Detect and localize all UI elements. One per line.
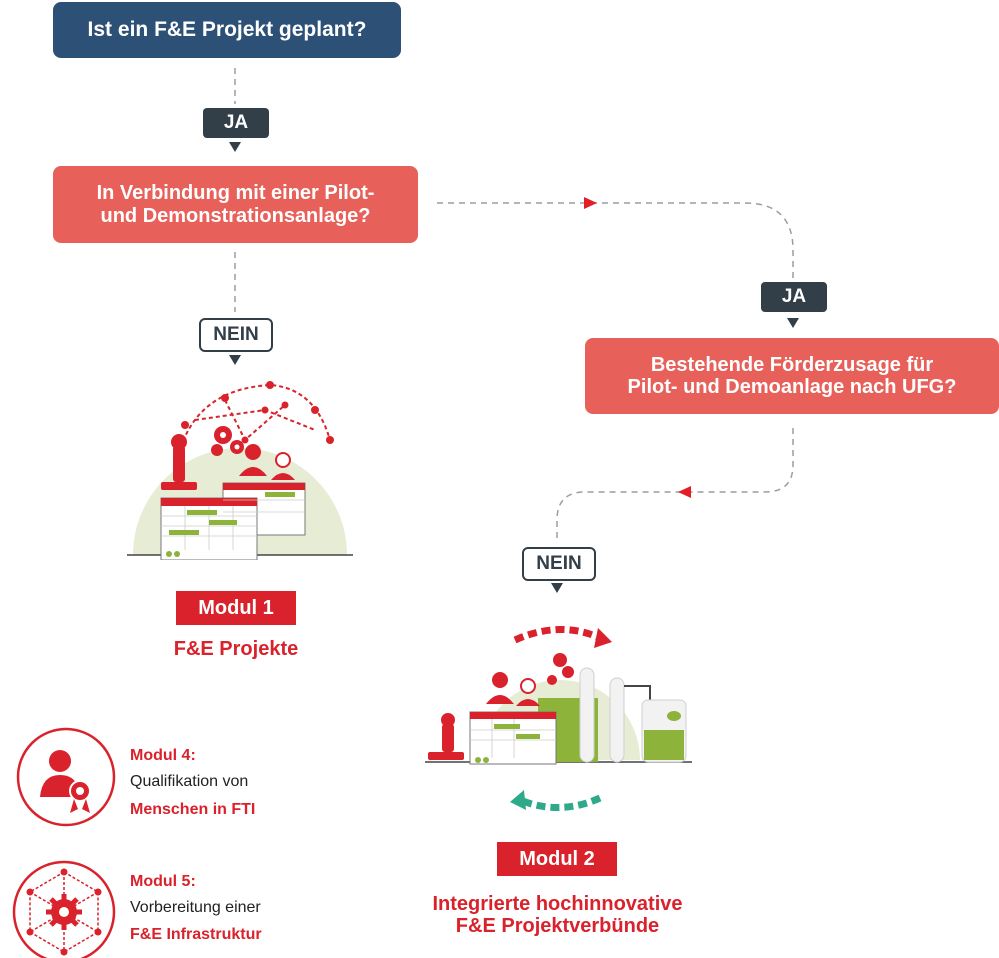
biogas-plant-icon: [538, 667, 687, 763]
cycle-arrows-icon: [510, 626, 612, 811]
question-fe-project: Ist ein F&E Projekt geplant?: [53, 2, 401, 58]
modul-5-title: Modul 5:: [130, 873, 196, 890]
modul-4-text: Qualifikation von: [130, 773, 249, 790]
arrow-down-icon: [229, 142, 241, 152]
gantt-chart-icon: [469, 711, 557, 765]
person-award-icon: [16, 727, 116, 827]
arrow-left-icon: [678, 486, 691, 498]
modul-5-text: Vorbereitung einer: [130, 899, 261, 916]
arrow-down-icon: [787, 318, 799, 328]
answer-nein-2: NEIN: [522, 547, 596, 581]
network-gear-icon: [12, 860, 116, 958]
answer-ja-2: JA: [761, 282, 827, 312]
modul-5-highlight: F&E Infrastruktur: [130, 926, 262, 943]
microscope-icon: [428, 713, 464, 760]
arrow-down-icon: [229, 355, 241, 365]
modul-4-highlight: Menschen in FTI: [130, 801, 256, 818]
arrow-right-icon: [584, 197, 597, 209]
microscope-icon: [161, 434, 197, 490]
gears-icon: [547, 653, 574, 685]
modul-1-title: F&E Projekte: [173, 638, 299, 660]
modul-4-title: Modul 4:: [130, 747, 196, 764]
modul-1-tag: Modul 1: [176, 591, 296, 625]
gantt-chart-icon: [160, 482, 306, 560]
gears-icon: [211, 426, 244, 456]
question-pilot-demo: In Verbindung mit einer Pilot- und Demon…: [53, 166, 418, 243]
researchers-icon: [486, 672, 540, 706]
research-project-illustration: [127, 381, 353, 560]
arrow-down-icon: [551, 583, 563, 593]
researchers-icon: [239, 444, 295, 480]
answer-ja-1: JA: [203, 108, 269, 138]
answer-nein-1: NEIN: [199, 318, 273, 352]
project-network-illustration: [425, 626, 692, 811]
question-funding-ufg: Bestehende Förderzusage für Pilot- und D…: [585, 338, 999, 414]
modul-2-title: Integrierte hochinnovative F&E Projektve…: [432, 893, 683, 938]
modul-2-tag: Modul 2: [497, 842, 617, 876]
